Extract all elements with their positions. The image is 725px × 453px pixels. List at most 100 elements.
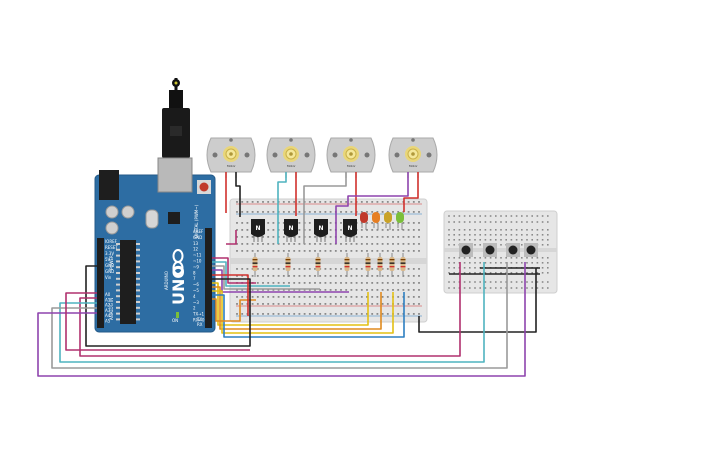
digital-pin-label: 8: [193, 270, 196, 275]
power-pin-label: Vin: [105, 275, 112, 280]
motor-screw-icon: [244, 152, 250, 158]
power-jack: [99, 170, 119, 200]
led-2[interactable]: [372, 212, 380, 230]
resistor-body: [344, 257, 350, 271]
npn-transistor-3[interactable]: N: [314, 219, 328, 242]
button-breadboard[interactable]: [443, 210, 558, 294]
transistor-body: [251, 219, 265, 237]
transistor-body: [284, 219, 298, 237]
motor-screw-icon: [332, 152, 338, 158]
ic-pins: [116, 243, 140, 321]
analog-pin-label: A2: [105, 303, 111, 308]
wires-group: [37, 172, 540, 377]
resistor-7[interactable]: [389, 253, 395, 277]
signal-wire: [212, 292, 405, 338]
signal-wire: [212, 265, 320, 290]
resistor-5[interactable]: [365, 253, 371, 277]
led-3[interactable]: [384, 212, 392, 230]
push-button-1[interactable]: [459, 243, 473, 257]
power-pin-label: RESET: [105, 245, 118, 250]
usb-port: [157, 157, 193, 193]
motor-label: Motor: [287, 164, 296, 168]
led-4[interactable]: [396, 212, 404, 230]
analog-header-label: ANALOG IN: [109, 298, 114, 320]
analog-pin-label: A4: [105, 313, 111, 318]
dc-motor-1[interactable]: Motor: [206, 137, 256, 178]
button-cap-icon: [461, 245, 471, 255]
resistor-1[interactable]: [252, 253, 258, 277]
uno-label: UNO: [169, 265, 188, 305]
resistor-body: [365, 257, 371, 271]
motor-screw-icon: [364, 152, 370, 158]
ground-wire: [85, 265, 251, 347]
resistor-body: [285, 257, 291, 271]
push-button-3[interactable]: [506, 243, 520, 257]
motor-wire: [277, 172, 287, 244]
resistor-6[interactable]: [377, 253, 383, 277]
npn-transistor-1[interactable]: N: [251, 219, 265, 242]
npn-transistor-2[interactable]: N: [284, 219, 298, 242]
transistor-label: N: [289, 225, 294, 232]
resistor-body: [400, 257, 406, 271]
transistor-body: [343, 219, 357, 237]
reset-button[interactable]: [199, 182, 209, 192]
digital-pin-label: AREF: [193, 229, 204, 234]
motor-wire: [335, 172, 409, 244]
led-body: [372, 212, 380, 223]
power-pin-label: IOREF: [105, 239, 118, 244]
analog-pin-label: A0: [105, 292, 111, 297]
signal-wire: [212, 257, 256, 284]
digital-header: [205, 228, 212, 328]
breadboard-holes: [236, 201, 420, 315]
led-body: [360, 212, 368, 223]
transistor-body: [314, 219, 328, 237]
rx-label: RX: [197, 322, 203, 327]
dc-motor-4[interactable]: Motor: [388, 137, 438, 178]
npn-transistor-4[interactable]: N: [343, 219, 357, 242]
dc-motor-2[interactable]: Motor: [266, 137, 316, 178]
digital-pin-label: ~5: [193, 288, 199, 293]
button-wire: [59, 262, 485, 363]
digital-pin-label: ~3: [193, 300, 199, 305]
resistor-body: [315, 257, 321, 271]
button-wire: [37, 262, 526, 377]
signal-wire: [212, 282, 369, 326]
led-body: [384, 212, 392, 223]
resistor-8[interactable]: [400, 253, 406, 277]
led-1[interactable]: [360, 212, 368, 230]
resistor-2[interactable]: [285, 253, 291, 277]
button-wire: [79, 262, 461, 357]
push-button-2[interactable]: [483, 243, 497, 257]
motor-label: Motor: [347, 164, 356, 168]
digital-pin-label: ~9: [193, 264, 199, 269]
arduino-uno-board[interactable]: UNO ARDUINO DIGITAL (PWM~) POWER ANALOG …: [94, 78, 216, 333]
digital-pin-label: ~11: [193, 253, 202, 258]
resistor-body: [377, 257, 383, 271]
analog-pin-label: A3: [105, 308, 111, 313]
on-led: [176, 312, 179, 318]
motor-wire: [235, 172, 241, 217]
power-pin-label: 5V: [105, 257, 111, 262]
resistor-3[interactable]: [315, 253, 321, 277]
atmega-chip: [120, 240, 136, 324]
button-wire: [51, 262, 508, 369]
transistor-label: N: [256, 225, 261, 232]
ground-wire: [418, 268, 537, 333]
resistor-4[interactable]: [344, 253, 350, 277]
on-label: ON: [172, 318, 178, 323]
arduino-logo-icon: [172, 249, 184, 275]
motor-label: Motor: [227, 164, 236, 168]
push-button-4[interactable]: [524, 243, 538, 257]
dc-motor-3[interactable]: Motor: [326, 137, 376, 178]
brand-label: ARDUINO: [164, 271, 169, 290]
push-buttons-group: [459, 243, 538, 257]
power-header-label: POWER: [109, 255, 114, 270]
pin-labels: A0A1A2A3A4A5IOREFRESET3.3V5VGNDGNDVinARE…: [105, 229, 205, 324]
tx-label: TX: [196, 317, 202, 322]
transistor-label: N: [348, 225, 353, 232]
button-cap-icon: [485, 245, 495, 255]
digital-pin-label: ~6: [193, 282, 199, 287]
